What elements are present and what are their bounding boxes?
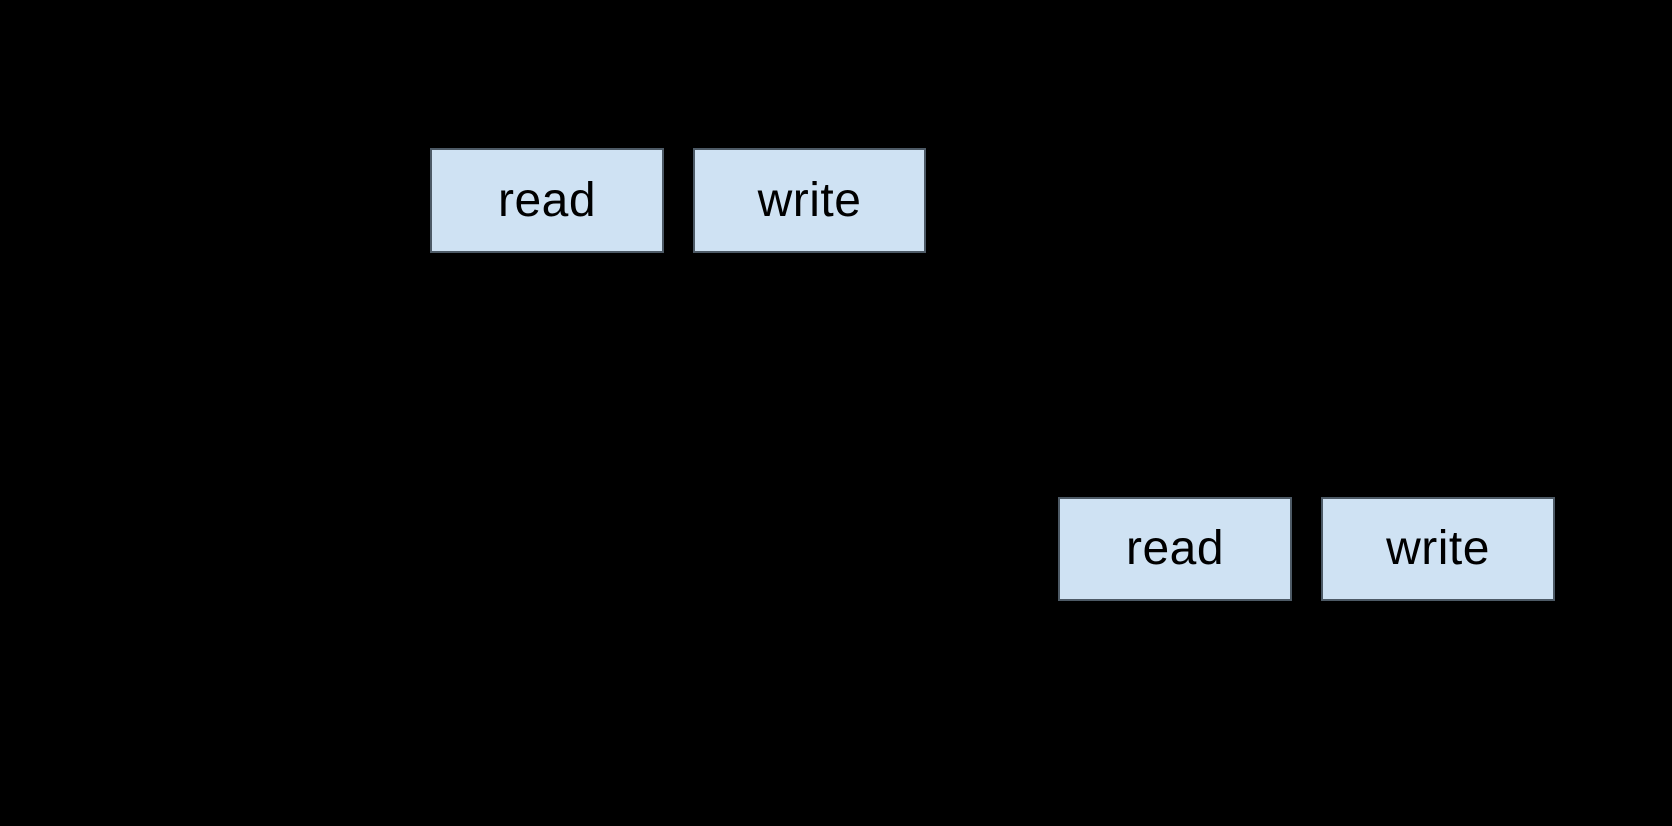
read-box-bottom-label: read <box>1125 522 1225 575</box>
write-box-bottom-label: write <box>1386 522 1490 575</box>
write-box-bottom: write <box>1321 497 1555 601</box>
write-box-top: write <box>693 148 926 253</box>
read-box-bottom: read <box>1058 497 1292 601</box>
read-box-top: read <box>430 148 664 253</box>
write-box-top-label: write <box>757 173 862 227</box>
read-box-top-label: read <box>497 173 597 227</box>
